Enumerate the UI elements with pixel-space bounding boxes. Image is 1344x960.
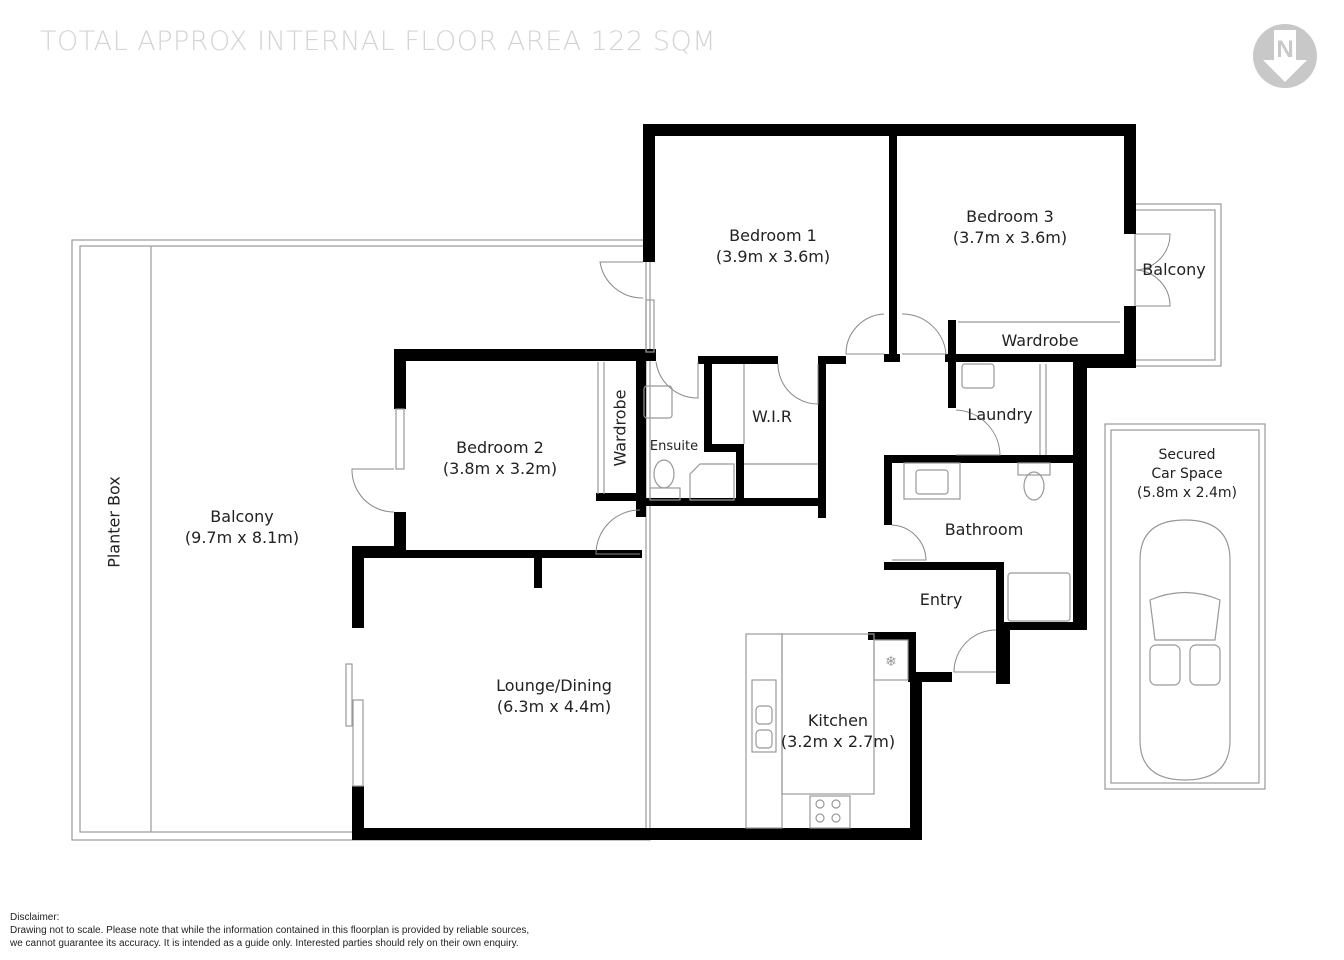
- room-wardrobe-bedroom-3: Wardrobe: [1001, 331, 1079, 350]
- room-name: Balcony: [210, 507, 274, 526]
- room-wardrobe-bedroom-2: Wardrobe: [610, 389, 630, 467]
- room-name: Lounge/Dining: [496, 676, 612, 695]
- svg-text:N: N: [1276, 36, 1293, 63]
- room-lounge-dining: Lounge/Dining (6.3m x 4.4m): [496, 675, 612, 717]
- room-name: Kitchen: [807, 711, 869, 730]
- north-arrow-icon: N: [1252, 20, 1318, 90]
- walls: [352, 124, 1136, 840]
- room-balcony-main: Balcony (9.7m x 8.1m): [185, 506, 299, 548]
- car-space-line1: Secured: [1158, 447, 1216, 463]
- room-size: (3.2m x 2.7m): [780, 732, 896, 751]
- secured-car-space: Secured Car Space (5.8m x 2.4m): [1137, 446, 1237, 503]
- room-name: Bedroom 1: [729, 226, 817, 245]
- disclaimer-line-1: Drawing not to scale. Please note that w…: [10, 925, 530, 936]
- room-balcony-small: Balcony: [1142, 260, 1206, 279]
- disclaimer-heading: Disclaimer:: [10, 912, 60, 923]
- room-bedroom-1: Bedroom 1 (3.9m x 3.6m): [716, 225, 830, 267]
- floor-area-title: TOTAL APPROX INTERNAL FLOOR AREA 122 SQM: [40, 26, 717, 57]
- room-size: (3.8m x 3.2m): [442, 459, 558, 478]
- disclaimer: Disclaimer: Drawing not to scale. Please…: [10, 911, 529, 950]
- room-entry: Entry: [919, 590, 963, 609]
- planter-box: Planter Box: [104, 476, 124, 568]
- car-space-size: (5.8m x 2.4m): [1137, 485, 1237, 501]
- disclaimer-line-2: we cannot guarantee its accuracy. It is …: [10, 938, 519, 949]
- car-space-line2: Car Space: [1151, 466, 1223, 482]
- room-ensuite: Ensuite: [649, 439, 699, 454]
- room-name: Bedroom 2: [456, 438, 544, 457]
- room-size: (3.7m x 3.6m): [952, 228, 1068, 247]
- room-laundry: Laundry: [967, 405, 1033, 424]
- svg-text:❄: ❄: [885, 654, 897, 670]
- room-bathroom: Bathroom: [944, 520, 1024, 539]
- room-size: (6.3m x 4.4m): [496, 697, 612, 716]
- balcony-outline: [71, 203, 1266, 841]
- room-size: (9.7m x 8.1m): [184, 528, 300, 547]
- room-kitchen: Kitchen (3.2m x 2.7m): [781, 710, 895, 752]
- room-wir: W.I.R: [752, 407, 792, 426]
- room-bedroom-2: Bedroom 2 (3.8m x 3.2m): [443, 437, 557, 479]
- room-name: Bedroom 3: [966, 207, 1054, 226]
- room-size: (3.9m x 3.6m): [715, 247, 831, 266]
- room-bedroom-3: Bedroom 3 (3.7m x 3.6m): [953, 206, 1067, 248]
